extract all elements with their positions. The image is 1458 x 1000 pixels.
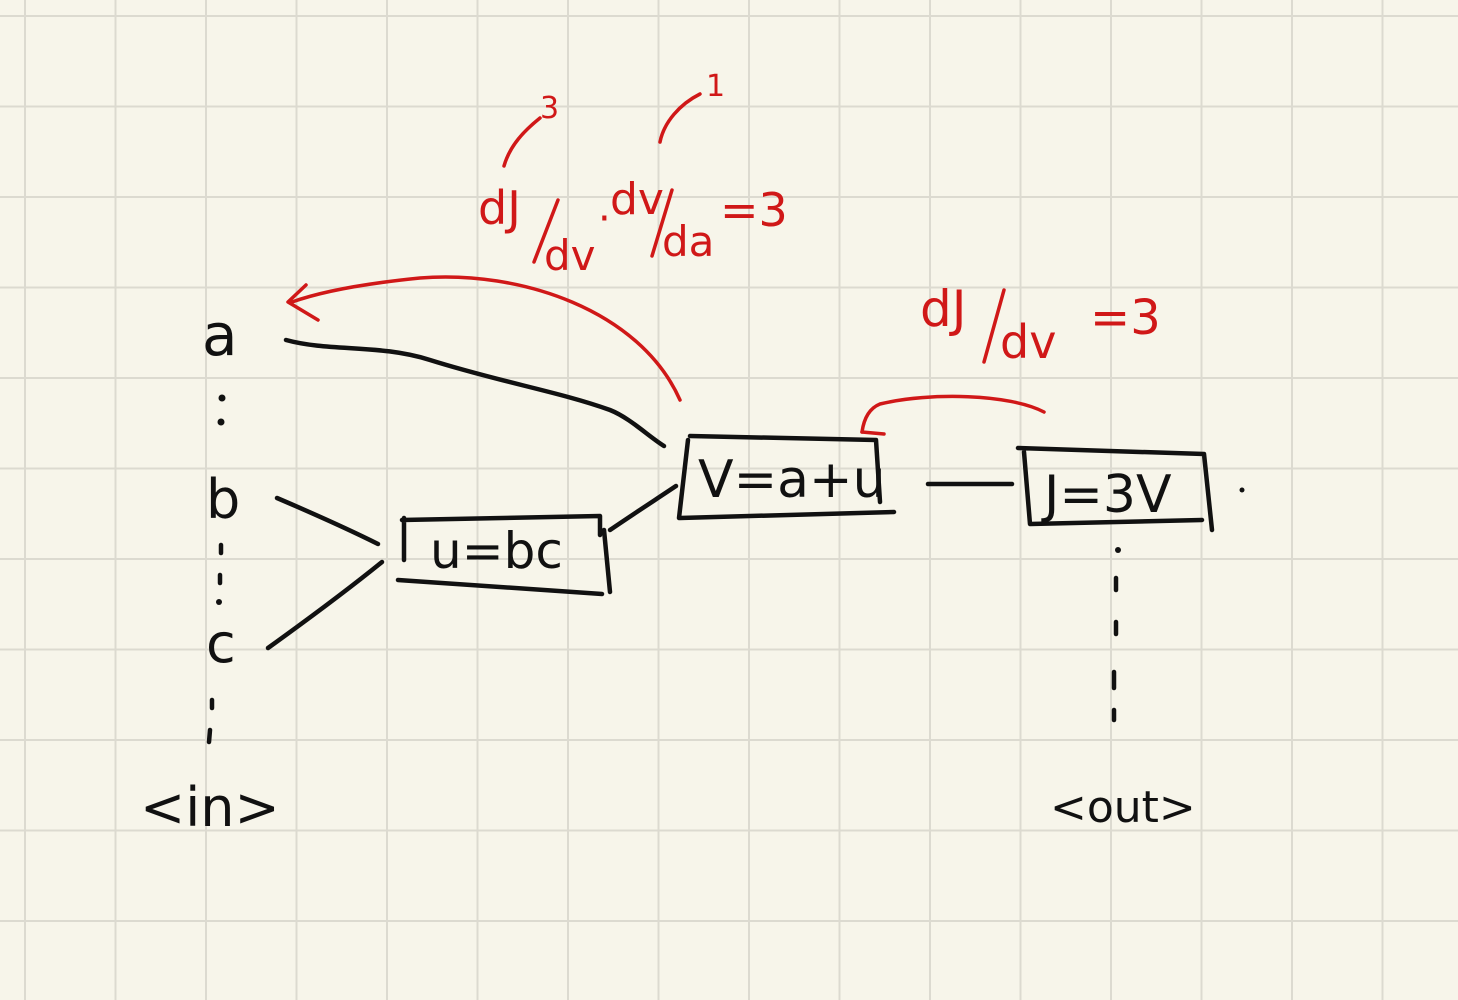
edge-a-to-v (283, 337, 667, 449)
annotation-dj-dv: dJ dv =3 (920, 280, 1161, 369)
node-v-label: V=a+u (698, 450, 886, 510)
annotation-term2-numerator: dv (610, 174, 664, 225)
node-u-label: u=bc (430, 522, 563, 580)
annotation-dot: · (598, 196, 611, 242)
input-dotted-line (206, 394, 226, 745)
edge-b-to-u (274, 495, 381, 547)
input-c-label: c (206, 612, 236, 675)
annotation-term1-numerator: dJ (478, 181, 521, 235)
annotation-result: =3 (720, 183, 788, 237)
annotation-term1-value: 3 (540, 91, 559, 126)
stray-dot (1239, 487, 1245, 493)
node-j-box: J=3V (1015, 445, 1215, 533)
edge-u-to-v (607, 483, 679, 533)
annotation-term1-denominator: dv (544, 231, 596, 280)
backprop-arrow-v-to-a (286, 275, 682, 402)
node-u-box: u=bc (395, 513, 613, 597)
input-a-label: a (202, 301, 238, 369)
node-j-label: J=3V (1041, 465, 1172, 525)
annotation-dj-dv-value: =3 (1090, 290, 1161, 346)
input-b-label: b (206, 468, 240, 531)
input-label: <in> (140, 776, 280, 839)
edge-c-to-u (265, 559, 385, 651)
output-dotted-line (1111, 547, 1121, 723)
annotation-term2-denominator: da (662, 217, 714, 266)
annotation-dj-dv-denominator: dv (1000, 315, 1056, 369)
node-v-box: V=a+u (676, 433, 897, 521)
output-label: <out> (1050, 782, 1196, 833)
annotation-term2-value: 1 (706, 69, 725, 104)
annotation-chain-rule: 3 1 dJ dv · dv da =3 (478, 69, 788, 280)
annotation-dj-dv-numerator: dJ (920, 280, 966, 338)
backprop-arrow-j-to-v (860, 394, 1046, 436)
